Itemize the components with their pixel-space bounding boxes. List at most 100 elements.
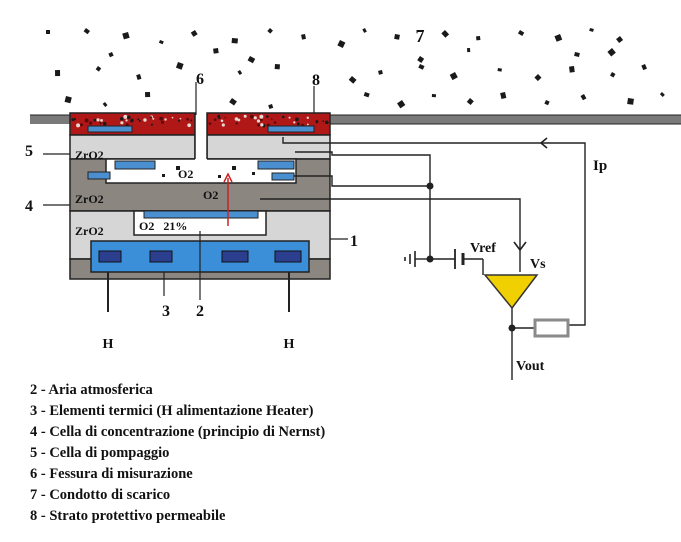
protective-speckle xyxy=(257,123,261,127)
exhaust-particle xyxy=(589,27,594,32)
protective-speckle xyxy=(186,117,189,121)
zro2-label-nernst: ZrO2 xyxy=(75,192,104,206)
protective-speckle xyxy=(190,119,193,122)
junction-dot xyxy=(426,182,434,190)
protective-speckle xyxy=(125,123,129,127)
callout-8: 8 xyxy=(312,72,320,89)
exhaust-particles xyxy=(46,27,665,110)
vs-label: Vs xyxy=(530,257,546,272)
exhaust-particle xyxy=(569,66,575,73)
exhaust-particle xyxy=(158,40,164,45)
exhaust-particle xyxy=(213,48,219,54)
protective-speckle xyxy=(150,123,153,126)
exhaust-particle xyxy=(418,63,425,70)
protective-speckle xyxy=(179,117,182,120)
outer-electrode-right xyxy=(267,125,315,133)
callout-3: 3 xyxy=(162,303,170,320)
protective-speckle xyxy=(220,119,224,123)
heater-label-right: H xyxy=(284,337,295,352)
protective-layer-texture xyxy=(71,114,329,128)
exhaust-particle xyxy=(348,76,357,84)
ground-icon xyxy=(404,251,416,267)
inner-electrode-right xyxy=(257,160,295,170)
protective-speckle xyxy=(160,120,164,124)
exhaust-wall-left xyxy=(30,115,70,124)
protective-speckle xyxy=(99,122,102,125)
protective-speckle xyxy=(187,123,192,128)
legend-item: 6 - Fessura di misurazione xyxy=(30,466,193,482)
protective-speckle xyxy=(235,122,238,125)
protective-speckle xyxy=(149,116,153,119)
callout-lines xyxy=(43,82,348,300)
legend-item: 7 - Condotto di scarico xyxy=(30,487,171,503)
exhaust-particle xyxy=(610,72,616,78)
zro2-label-pumping: ZrO2 xyxy=(75,148,104,162)
reference-electrode xyxy=(143,210,259,219)
amplifier-icon xyxy=(483,274,539,310)
protective-speckle xyxy=(171,116,174,119)
protective-speckle xyxy=(71,118,75,122)
heater-element-2 xyxy=(149,250,173,263)
vref-label: Vref xyxy=(470,241,496,256)
protective-speckle xyxy=(80,124,83,127)
heater-element-1 xyxy=(98,250,122,263)
exhaust-particle xyxy=(397,99,406,109)
protective-speckle xyxy=(256,119,261,123)
protective-speckle xyxy=(89,121,93,125)
exhaust-particle xyxy=(362,27,367,33)
nernst-electrode-left xyxy=(87,171,111,180)
legend-item: 8 - Strato protettivo permeabile xyxy=(30,508,226,524)
exhaust-particle xyxy=(64,96,72,104)
protective-speckle xyxy=(281,115,285,119)
heater-element-4 xyxy=(274,250,302,263)
protective-speckle xyxy=(164,118,167,121)
nernst-electrode-right xyxy=(271,172,295,181)
protective-speckle xyxy=(270,118,273,120)
protective-speckle xyxy=(306,116,310,119)
callout-4: 4 xyxy=(25,198,33,215)
protective-speckle xyxy=(138,119,141,122)
exhaust-particle xyxy=(301,33,306,40)
exhaust-particle xyxy=(544,100,550,106)
junction-dot xyxy=(508,324,516,332)
vout-label: Vout xyxy=(516,359,545,374)
exhaust-particle xyxy=(145,92,151,98)
protective-speckle xyxy=(322,120,325,122)
exhaust-particle xyxy=(607,47,616,57)
measuring-gap-slot xyxy=(195,113,207,161)
callout-1: 1 xyxy=(350,233,358,250)
protective-speckle xyxy=(260,123,264,127)
protective-speckle xyxy=(217,116,221,120)
callout-2: 2 xyxy=(196,303,204,320)
protective-speckle xyxy=(119,117,124,121)
protective-speckle xyxy=(152,117,155,120)
protective-speckle xyxy=(325,121,328,124)
protective-speckle xyxy=(295,117,299,122)
resistor-icon xyxy=(533,318,570,338)
exhaust-wall-right xyxy=(330,115,681,124)
exhaust-particle xyxy=(466,97,474,106)
exhaust-particle xyxy=(363,91,370,98)
protective-speckle xyxy=(237,118,241,122)
exhaust-particle xyxy=(229,97,237,106)
exhaust-particle xyxy=(268,104,274,110)
legend-item: 2 - Aria atmosferica xyxy=(30,382,153,398)
protective-speckle xyxy=(130,118,134,123)
protective-speckle xyxy=(120,121,124,125)
exhaust-particle xyxy=(46,30,50,34)
protective-speckle xyxy=(273,121,277,124)
gap-particles xyxy=(162,166,255,178)
exhaust-particle xyxy=(394,34,400,40)
protective-speckle xyxy=(265,115,269,118)
protective-speckle xyxy=(96,118,100,122)
exhaust-particle xyxy=(122,31,130,40)
exhaust-particle xyxy=(267,28,273,34)
exhaust-particle xyxy=(102,101,108,107)
protective-speckle xyxy=(249,114,254,119)
outer-electrode-left xyxy=(87,125,133,133)
exhaust-particle xyxy=(136,74,142,80)
protective-speckle xyxy=(221,123,225,127)
protective-speckle xyxy=(293,121,296,124)
exhaust-particle xyxy=(500,92,507,99)
legend: 2 - Aria atmosferica 3 - Elementi termic… xyxy=(30,380,325,527)
